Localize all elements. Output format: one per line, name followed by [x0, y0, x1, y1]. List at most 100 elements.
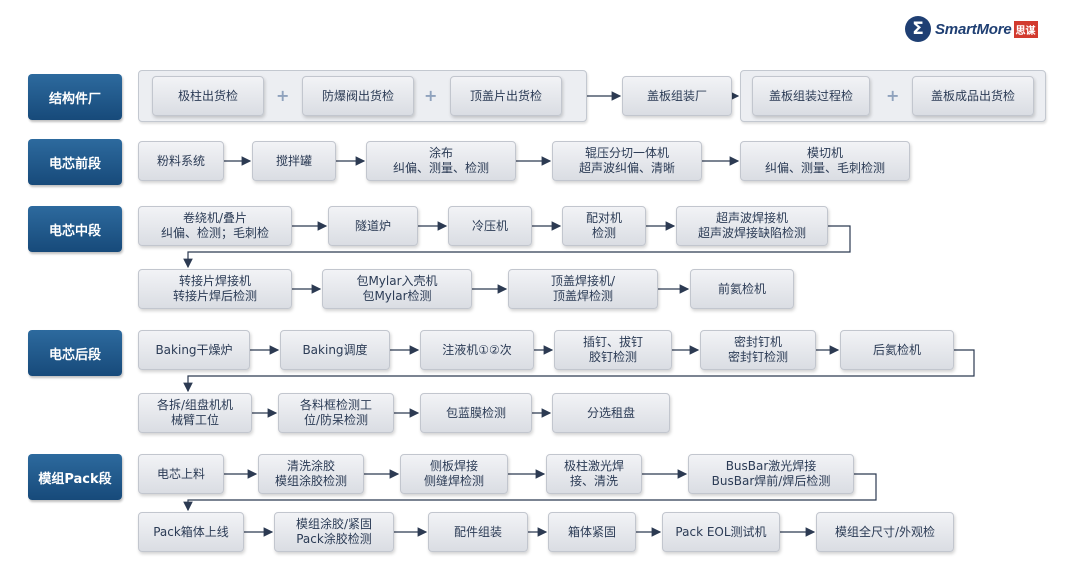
wrap-arrow: [183, 473, 877, 512]
process-node: 顶盖片出货检: [450, 76, 562, 116]
node-label: Baking调度: [302, 342, 368, 357]
process-node: 模组全尺寸/外观检: [816, 512, 954, 552]
process-node: Baking干燥炉: [138, 330, 250, 370]
node-label: 包Mylar检测: [362, 289, 432, 303]
process-node: 配件组装: [428, 512, 528, 552]
process-node: 侧板焊接侧缝焊检测: [400, 454, 508, 494]
process-node: 配对机检测: [562, 206, 646, 246]
process-node: 箱体紧固: [548, 512, 636, 552]
plus-sign: +: [276, 86, 290, 105]
process-node: 包蓝膜检测: [420, 393, 532, 433]
logo-name: SmartMore: [935, 20, 1012, 38]
node-label: 冷压机: [471, 218, 508, 233]
node-label: 极柱激光焊: [563, 459, 624, 473]
node-label: 超声波焊接机: [715, 211, 788, 225]
node-label: 纠偏、检测；毛刺检: [160, 226, 269, 240]
process-node: 分选租盘: [552, 393, 670, 433]
node-label: 粉料系统: [156, 153, 205, 168]
process-node: 卷绕机/叠片纠偏、检测；毛刺检: [138, 206, 292, 246]
node-label: 模切机: [806, 146, 843, 160]
node-label: Pack涂胶检测: [296, 532, 372, 546]
stage-label-back: 电芯后段: [28, 330, 122, 376]
process-node: 盖板成品出货检: [912, 76, 1034, 116]
process-node: Pack EOL测试机: [662, 512, 780, 552]
node-label: 转接片焊接机: [178, 274, 251, 288]
node-label: 箱体紧固: [567, 524, 616, 539]
process-node: 后氦检机: [840, 330, 954, 370]
process-node: 包Mylar入壳机包Mylar检测: [322, 269, 472, 309]
process-node: 转接片焊接机转接片焊后检测: [138, 269, 292, 309]
node-label: 辊压分切一体机: [584, 146, 669, 160]
node-label: 后氦检机: [872, 342, 921, 357]
node-label: 盖板成品出货检: [930, 88, 1015, 103]
stage-label-structural: 结构件厂: [28, 74, 122, 120]
node-label: 前氦检机: [717, 281, 766, 296]
sigma-icon: Σ: [905, 16, 931, 42]
process-node: 涂布纠偏、测量、检测: [366, 141, 516, 181]
node-label: 极柱出货检: [177, 88, 238, 103]
process-node: 前氦检机: [690, 269, 794, 309]
node-label: 纠偏、测量、毛刺检测: [764, 161, 885, 175]
node-label: 接、清洗: [569, 474, 618, 488]
node-label: 模组涂胶/紧固: [295, 517, 373, 531]
node-label: BusBar焊前/焊后检测: [711, 474, 831, 488]
node-label: 模组全尺寸/外观检: [834, 524, 936, 539]
process-node: 极柱激光焊接、清洗: [546, 454, 642, 494]
process-node: 密封钉机密封钉检测: [700, 330, 816, 370]
node-label: 超声波纠偏、清晰: [578, 161, 675, 175]
node-label: 搅拌罐: [275, 153, 312, 168]
node-label: 纠偏、测量、检测: [392, 161, 489, 175]
logo-cn: 思谋: [1013, 20, 1038, 38]
process-node: 注液机①②次: [420, 330, 534, 370]
process-node: 粉料系统: [138, 141, 224, 181]
node-label: 配对机: [585, 211, 622, 225]
node-label: 配件组装: [453, 524, 502, 539]
stage-label-middle: 电芯中段: [28, 206, 122, 252]
node-label: 清洗涂胶: [286, 459, 335, 473]
stage-label-pack: 模组Pack段: [28, 454, 122, 500]
node-label: 各料框检测工: [299, 398, 372, 412]
node-label: 密封钉机: [733, 335, 782, 349]
node-label: 隧道炉: [354, 218, 391, 233]
process-node: 超声波焊接机超声波焊接缺陷检测: [676, 206, 828, 246]
process-node: 清洗涂胶模组涂胶检测: [258, 454, 364, 494]
node-label: 分选租盘: [586, 405, 635, 420]
process-node: 顶盖焊接机/顶盖焊检测: [508, 269, 658, 309]
node-label: 防爆阀出货检: [321, 88, 394, 103]
node-label: 包蓝膜检测: [445, 405, 506, 420]
process-node: 冷压机: [448, 206, 532, 246]
node-label: Baking干燥炉: [155, 342, 233, 357]
node-label: 插钉、拔钉: [582, 335, 643, 349]
process-node: 极柱出货检: [152, 76, 264, 116]
node-label: 盖板组装过程检: [768, 88, 853, 103]
node-label: 涂布: [428, 146, 453, 160]
node-label: 注液机①②次: [442, 342, 512, 357]
node-label: 检测: [591, 226, 616, 240]
process-node: Baking调度: [280, 330, 390, 370]
wrap-arrow: [183, 349, 975, 393]
node-label: 顶盖焊接机/: [550, 274, 616, 288]
process-node: 各料框检测工位/防呆检测: [278, 393, 394, 433]
node-label: 胶钉检测: [588, 350, 637, 364]
node-label: 侧板焊接: [429, 459, 478, 473]
node-label: 各拆/组盘机机: [156, 398, 234, 412]
process-node: 防爆阀出货检: [302, 76, 414, 116]
process-node: 插钉、拔钉胶钉检测: [554, 330, 672, 370]
wrap-arrow: [183, 225, 851, 269]
node-label: 顶盖片出货检: [469, 88, 542, 103]
node-label: Pack箱体上线: [153, 524, 229, 539]
smartmore-logo: Σ SmartMore 思谋: [905, 14, 1038, 44]
node-label: BusBar激光焊接: [725, 459, 817, 473]
plus-sign: +: [424, 86, 438, 105]
node-label: 顶盖焊检测: [552, 289, 613, 303]
process-node: 模切机纠偏、测量、毛刺检测: [740, 141, 910, 181]
process-node: 搅拌罐: [252, 141, 336, 181]
node-label: 模组涂胶检测: [274, 474, 347, 488]
node-label: 械臂工位: [170, 413, 219, 427]
process-node: 电芯上料: [138, 454, 224, 494]
node-label: 侧缝焊检测: [423, 474, 484, 488]
process-node: 盖板组装厂: [622, 76, 732, 116]
